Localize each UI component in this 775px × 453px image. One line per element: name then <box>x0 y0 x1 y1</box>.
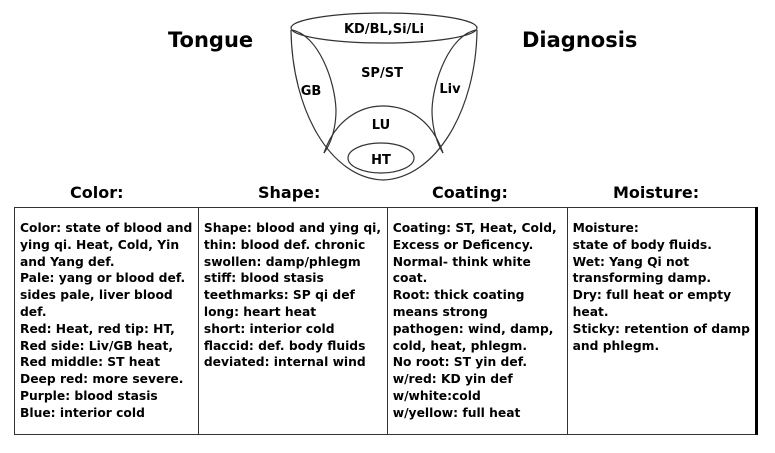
cell-line: No root: ST yin def. <box>392 355 528 370</box>
cell-line: Wet: Yang Qi not <box>572 254 690 269</box>
zone-kidney-outline <box>290 12 478 44</box>
cell-line: Pale: yang or blood def. <box>20 271 186 286</box>
cell-line: Excess or Deficency. <box>392 237 534 252</box>
cell-line: swollen: damp/phlegm <box>203 254 361 269</box>
label-gb: GB <box>301 84 322 99</box>
cell-line: and Yang def. <box>20 254 115 269</box>
zone-ht-outline <box>347 142 415 174</box>
cell-line: flaccid: def. body fluids <box>203 338 366 353</box>
label-ht: HT <box>371 153 391 168</box>
header-color: Color: <box>70 183 124 202</box>
color-cell: Color: state of blood and ying qi. Heat, … <box>14 207 199 435</box>
tongue-diagram: KD/BL,Si/Li SP/ST GB Liv LU HT <box>290 12 478 181</box>
cell-line: w/red: KD yin def <box>392 372 513 387</box>
cell-line: stiff: blood stasis <box>203 271 324 286</box>
cell-line: Color: state of blood and <box>20 221 193 235</box>
title-diagnosis: Diagnosis <box>522 28 638 52</box>
cell-line: sides pale, liver blood <box>20 288 173 303</box>
cell-line: and phlegm. <box>572 338 660 353</box>
cell-line: Root: thick coating <box>392 288 525 303</box>
cell-line: def. <box>20 304 47 319</box>
coating-cell: Coating: ST, Heat, Cold, Excess or Defice… <box>386 207 568 435</box>
shape-cell: Shape: blood and ying qi, thin: blood def… <box>197 207 388 435</box>
cell-line: short: interior cold <box>203 321 335 336</box>
zone-liv-outline <box>431 29 477 154</box>
cell-line: Moisture: <box>572 221 639 235</box>
cell-line: heat. <box>572 304 609 319</box>
cell-line: pathogen: wind, damp, <box>392 321 554 336</box>
cell-line: Red: Heat, red tip: HT, <box>20 321 175 336</box>
cell-line: Red side: Liv/GB heat, <box>20 338 174 353</box>
cell-line: w/white:cold <box>392 388 481 403</box>
cell-line: Dry: full heat or empty <box>572 288 732 303</box>
cell-line: Sticky: retention of damp <box>572 321 750 336</box>
header-shape: Shape: <box>258 183 321 202</box>
cell-line: means strong <box>392 304 488 319</box>
cell-line: Red middle: ST heat <box>20 355 161 370</box>
zone-gb-outline <box>291 29 337 154</box>
cell-line: thin: blood def. chronic <box>203 237 366 252</box>
cell-line: coat. <box>392 271 428 286</box>
header-moisture: Moisture: <box>613 183 700 202</box>
cell-line: Normal- think white <box>392 254 531 269</box>
header-coating: Coating: <box>432 183 508 202</box>
title-tongue: Tongue <box>168 28 254 52</box>
cell-line: cold, heat, phlegm. <box>392 338 528 353</box>
cell-line: teethmarks: SP qi def <box>203 288 355 303</box>
label-sp: SP/ST <box>361 66 403 81</box>
cell-line: Deep red: more severe. <box>20 372 184 387</box>
cell-line: w/yellow: full heat <box>392 405 521 420</box>
label-kd: KD/BL,Si/Li <box>344 22 424 37</box>
cell-line: Purple: blood stasis <box>20 388 158 403</box>
cell-line: transforming damp. <box>572 271 712 286</box>
cell-line: ying qi. Heat, Cold, Yin <box>20 237 180 252</box>
cell-line: Coating: ST, Heat, Cold, <box>392 221 557 235</box>
label-liv: Liv <box>439 82 461 97</box>
diagnosis-table: Color: state of blood and ying qi. Heat, … <box>14 207 759 435</box>
cell-line: state of body fluids. <box>572 237 712 252</box>
tongue-outline <box>290 29 478 181</box>
cell-line: Shape: blood and ying qi, <box>203 221 382 235</box>
moisture-cell: Moisture: state of body fluids. Wet: Yang … <box>566 207 759 435</box>
label-lu: LU <box>372 118 390 133</box>
cell-line: deviated: internal wind <box>203 355 366 370</box>
cell-line: Blue: interior cold <box>20 405 145 420</box>
zone-lu-outline <box>323 105 444 154</box>
cell-line: long: heart heat <box>203 304 317 319</box>
